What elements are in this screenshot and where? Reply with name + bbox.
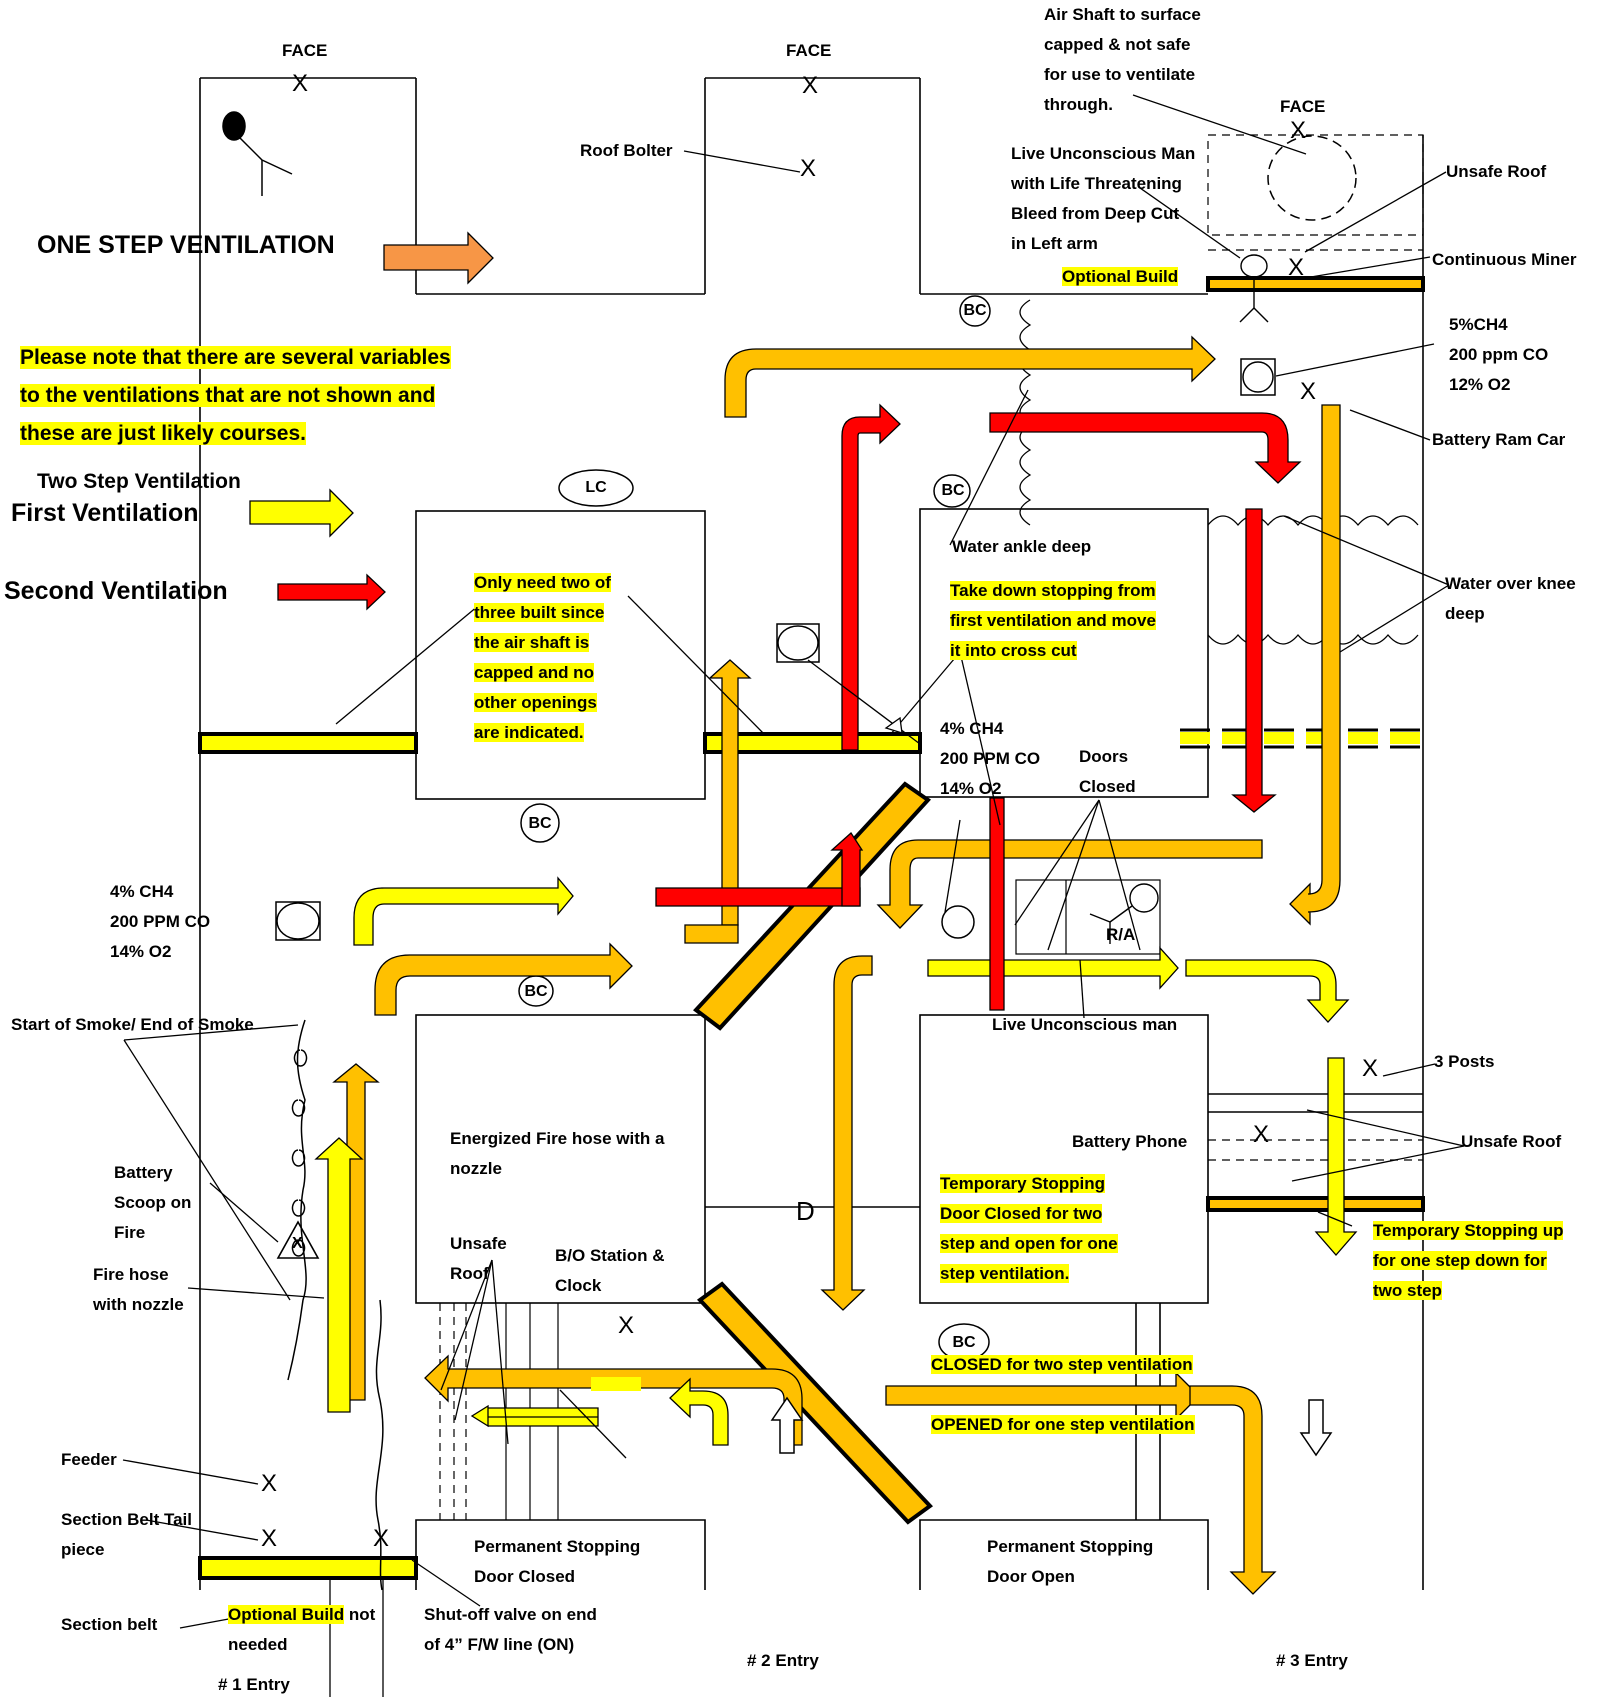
- smoke-line: [287, 1019, 308, 1381]
- bc-label-mid: BC: [941, 482, 965, 499]
- bc-label-lower: BC: [524, 983, 548, 1000]
- air-shaft-circle: [1267, 135, 1357, 221]
- miner-left-face: [222, 111, 293, 196]
- opened-one-step-label: OPENED for one step ventilation: [931, 1415, 1195, 1434]
- closed-two-step-label: CLOSED for two step ventilation: [931, 1355, 1193, 1374]
- unsafe-roof-top-label: Unsafe Roof: [1446, 162, 1547, 181]
- x-marker-scoop: X: [292, 1235, 303, 1252]
- optional-build-top-label: Optional Build: [1062, 267, 1179, 286]
- battery-phone-label: Battery Phone: [1072, 1132, 1188, 1151]
- lc-label: LC: [585, 479, 607, 496]
- bc-label-top: BC: [963, 302, 987, 319]
- miner-top-right: [1239, 254, 1269, 323]
- water-curtain: [1019, 299, 1419, 645]
- battery-ram-car-label: Battery Ram Car: [1432, 430, 1566, 449]
- gas-detectors: [275, 358, 1276, 941]
- x-marker-face-left: X: [292, 70, 309, 97]
- two-step-ventilation-legend: Two Step Ventilation: [37, 470, 241, 493]
- note-text: Please note that there are several varia…: [20, 346, 451, 445]
- face-label-left: FACE: [282, 41, 328, 60]
- unsafe-roof-dashed: [439, 134, 1424, 1520]
- hollow-arrows: [770, 1396, 1333, 1457]
- take-down-pointer: [884, 716, 903, 734]
- bo-station-label: B/O Station &Clock: [555, 1246, 665, 1295]
- x-marker-belt-tail: X: [261, 1525, 278, 1552]
- crosscut-ovals: [518, 295, 991, 1361]
- three-posts-label: 3 Posts: [1434, 1052, 1495, 1071]
- face-label-middle: FACE: [786, 41, 832, 60]
- entry-2-label: # 2 Entry: [747, 1651, 819, 1670]
- one-step-ventilation-legend: ONE STEP VENTILATION: [37, 231, 335, 259]
- yellow-airflow: [314, 876, 1358, 1446]
- fire-hose-line: [375, 1299, 384, 1591]
- roof-bolter-label: Roof Bolter: [580, 141, 673, 160]
- bc-label-bottom: BC: [952, 1334, 976, 1351]
- x-marker-ram-car: X: [1300, 378, 1317, 405]
- battery-scoop-icon: [276, 1220, 320, 1259]
- mine-walls: [199, 77, 1424, 1590]
- x-marker-bo-station: X: [618, 1312, 635, 1339]
- one-step-arrow: [383, 231, 494, 285]
- second-ventilation-arrow: [277, 573, 386, 611]
- red-airflow: [655, 403, 1302, 1011]
- x-marker-face-middle: X: [802, 72, 819, 99]
- temp-stopping-up-note: Temporary Stopping up for one step down …: [1373, 1221, 1564, 1300]
- first-ventilation-arrow: [249, 488, 354, 538]
- x-marker-face-right: X: [1290, 117, 1307, 144]
- door-d-marker: D: [796, 1196, 815, 1226]
- x-marker-shutoff-valve: X: [373, 1525, 390, 1552]
- refuge-alternative: [1015, 879, 1161, 955]
- x-marker-posts: X: [1362, 1055, 1379, 1082]
- feeder-label: Feeder: [61, 1450, 117, 1469]
- continuous-miner-label: Continuous Miner: [1432, 250, 1577, 269]
- x-marker-roof-bolter: X: [800, 155, 817, 182]
- live-unconscious-man-label: Live Unconscious man: [992, 1015, 1178, 1034]
- start-of-smoke-label: Start of Smoke/ End of Smoke: [11, 1015, 254, 1034]
- ra-label: R/A: [1106, 925, 1136, 944]
- face-label-right: FACE: [1280, 97, 1326, 116]
- x-marker-feeder: X: [261, 1470, 278, 1497]
- entry-3-label: # 3 Entry: [1276, 1651, 1348, 1670]
- orange-airflow: [332, 335, 1341, 1595]
- first-ventilation-legend: First Ventilation: [11, 499, 199, 527]
- second-ventilation-legend: Second Ventilation: [4, 577, 228, 605]
- section-belt-label: Section belt: [61, 1615, 158, 1634]
- leader-lines: [122, 94, 1465, 1629]
- x-marker-unsafe-roof-right: X: [1253, 1121, 1270, 1148]
- unsafe-roof-right-label: Unsafe Roof: [1461, 1132, 1562, 1151]
- entry-1-label: # 1 Entry: [218, 1675, 290, 1694]
- optional-build-bottom-label: Optional Build not needed: [228, 1605, 376, 1654]
- dashed-stopping: [1180, 728, 1430, 749]
- bc-label-left: BC: [528, 815, 552, 832]
- take-down-note: Take down stopping from first ventilatio…: [950, 581, 1156, 660]
- water-ankle-label: Water ankle deep: [952, 537, 1092, 556]
- x-marker-continuous-miner: X: [1288, 254, 1305, 281]
- stoppings: [198, 276, 1425, 1580]
